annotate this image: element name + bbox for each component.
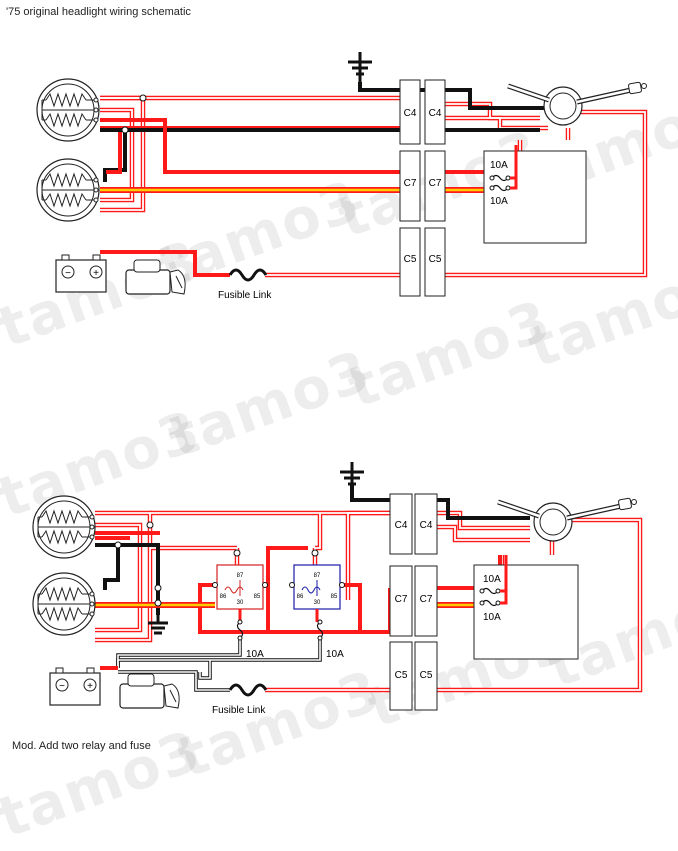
- starter-icon: [125, 259, 186, 295]
- junction: [139, 94, 147, 102]
- junction: [114, 541, 122, 549]
- caption-original: '75 original headlight wiring schematic: [6, 6, 191, 18]
- fuse-box: [483, 150, 587, 244]
- junction: [154, 599, 162, 607]
- battery-positive-label: +: [93, 268, 99, 279]
- relay-pin-label: 30: [314, 600, 321, 606]
- junction: [146, 521, 154, 529]
- original-diagram: C4 C4 C7 C7 C5 C5 10A 10A: [36, 52, 647, 301]
- battery-icon: − +: [55, 254, 107, 293]
- connector-label: C7: [404, 178, 417, 189]
- connector-c4-bottom: C4 C4: [389, 493, 438, 555]
- relay-pin-label: 30: [237, 600, 244, 606]
- connector-label: C7: [395, 594, 408, 605]
- connector-c4-top: C4 C4: [399, 79, 446, 145]
- connector-label: C4: [420, 520, 433, 531]
- connector-label: C4: [395, 520, 408, 531]
- fuse-rating-label: 10A: [490, 196, 508, 207]
- relay-fuse-rating-left: 10A: [246, 649, 264, 660]
- fusible-link-icon: [228, 268, 268, 282]
- connector-c5-top: C5 C5: [399, 227, 446, 297]
- fuse-rating-label: 10A: [490, 160, 508, 171]
- junction: [121, 126, 129, 134]
- battery-negative-label: −: [65, 268, 71, 279]
- ground-icon: [340, 462, 364, 486]
- connector-c5-bottom: C5 C5: [389, 641, 438, 711]
- relay-pin-label: 87: [314, 573, 321, 579]
- junction: [233, 549, 241, 557]
- ground-icon: [348, 52, 372, 82]
- fuse-rating-label: 10A: [483, 612, 501, 623]
- connector-label: C5: [395, 670, 408, 681]
- headlamp-upper-icon: [36, 78, 100, 142]
- caption-modified: Mod. Add two relay and fuse: [12, 740, 151, 752]
- connector-label: C5: [420, 670, 433, 681]
- relay-right: 87 86 30 85: [289, 564, 345, 610]
- starter-icon: [119, 673, 180, 709]
- connector-c7-bottom: C7 C7: [389, 565, 438, 637]
- connector-label: C5: [429, 254, 442, 265]
- junction: [311, 549, 319, 557]
- connector-label: C7: [429, 178, 442, 189]
- relay-fuse-rating-right: 10A: [326, 649, 344, 660]
- schematic-canvas: tamo3 tamo3 tamo3 tamo3 tamo3 tamo3 tamo…: [0, 6, 678, 851]
- relay-pin-label: 86: [220, 594, 227, 600]
- connector-c7-top: C7 C7: [399, 150, 446, 222]
- battery-positive-label: +: [87, 681, 93, 692]
- fusible-link-label: Fusible Link: [212, 705, 266, 716]
- wiring-diagram: C4 C4 C7 C7 C5 C5 10A 10A: [32, 52, 678, 716]
- fusible-link-label: Fusible Link: [218, 290, 272, 301]
- relay-left: 87 86 30 85: [212, 564, 268, 610]
- connector-label: C5: [404, 254, 417, 265]
- battery-negative-label: −: [59, 681, 65, 692]
- relay-pin-label: 86: [297, 594, 304, 600]
- connector-label: C7: [420, 594, 433, 605]
- fuse-rating-label: 10A: [483, 574, 501, 585]
- modified-diagram: 87 86 30 85 87 86 30 85: [32, 462, 643, 716]
- battery-icon: − +: [49, 667, 101, 706]
- connector-label: C4: [404, 108, 417, 119]
- relay-pin-label: 85: [331, 594, 338, 600]
- relay-pin-label: 85: [254, 594, 261, 600]
- connector-label: C4: [429, 108, 442, 119]
- fusible-link-icon: [228, 683, 268, 697]
- headlamp-lower-icon: [32, 572, 96, 636]
- ground-wires-top: [100, 82, 548, 182]
- ground-wires-bottom: [95, 484, 530, 615]
- junction: [154, 584, 162, 592]
- headlamp-upper-icon: [32, 495, 96, 559]
- power-wires-top: [100, 118, 486, 277]
- fuse-box: [473, 564, 579, 660]
- relay-pin-label: 87: [237, 573, 244, 579]
- headlamp-lower-icon: [36, 158, 100, 222]
